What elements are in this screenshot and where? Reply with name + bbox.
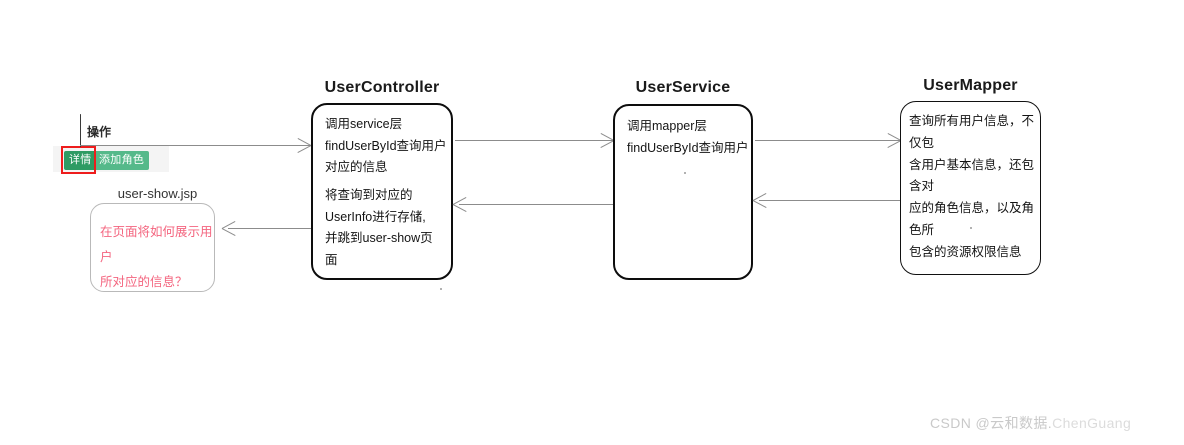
stray-dot-3 xyxy=(970,227,972,229)
node-title-user-controller: UserController xyxy=(324,79,440,96)
arrow-service-to-mapper-head xyxy=(886,133,901,148)
node-body-user-show-jsp: 在页面将如何展示用户 所对应的信息？ xyxy=(100,225,213,289)
node-title-user-mapper: UserMapper xyxy=(923,77,1018,94)
arrow-service-to-controller-head xyxy=(453,197,468,212)
highlight-rectangle-detail xyxy=(61,146,96,174)
node-box-user-service: 调用mapper层 findUserById查询用户 xyxy=(613,104,753,280)
detail-button[interactable]: 详情 xyxy=(64,150,97,170)
watermark-prefix: CSDN @云和数据. xyxy=(930,415,1053,431)
arrow-controller-to-jsp-head xyxy=(222,221,237,236)
detail-button-label: 详情 xyxy=(64,151,97,170)
node-box-user-show-jsp: 在页面将如何展示用户 所对应的信息？ xyxy=(90,203,215,292)
add-role-button[interactable]: 添加角色 xyxy=(94,150,150,170)
arrow-ui-to-controller-head xyxy=(296,138,311,153)
add-role-button-label: 添加角色 xyxy=(94,151,150,170)
arrow-service-to-mapper-line xyxy=(755,140,900,142)
arrow-service-to-controller-line xyxy=(459,204,613,206)
stray-dot-1 xyxy=(440,288,442,290)
node-box-user-controller: 调用service层 findUserById查询用户 对应的信息 将查询到对应… xyxy=(311,103,453,280)
arrow-ui-to-controller-line xyxy=(80,145,310,147)
arrow-mapper-to-service-line xyxy=(759,200,900,202)
arrow-controller-to-service-head xyxy=(599,133,614,148)
table-column-header-operation: 操作 xyxy=(87,125,112,139)
node-title-user-show-jsp: user-show.jsp xyxy=(117,186,198,201)
watermark-author: ChenGuang xyxy=(1052,415,1132,431)
arrow-controller-to-service-line xyxy=(455,140,613,142)
arrow-mapper-to-service-head xyxy=(753,193,768,208)
node-title-user-service: UserService xyxy=(635,79,731,96)
node-body-user-mapper: 查询所有用户信息，不仅包 含用户基本信息，还包含对 应的角色信息，以及角色所 包… xyxy=(909,114,1035,259)
node-body-user-controller-part2: 将查询到对应的 UserInfo进行存储, 并跳到user-show页 面 xyxy=(325,188,433,267)
stray-dot-2 xyxy=(684,172,686,174)
watermark: CSDN @云和数据.ChenGuang xyxy=(930,413,1131,433)
arrow-controller-to-jsp-line xyxy=(228,228,312,230)
arrow-ui-to-controller-stem xyxy=(80,115,82,147)
node-box-user-mapper: 查询所有用户信息，不仅包 含用户基本信息，还包含对 应的角色信息，以及角色所 包… xyxy=(900,101,1041,275)
table-snippet: 操作 详情 添加角色 xyxy=(53,112,169,174)
node-body-user-service: 调用mapper层 findUserById查询用户 xyxy=(627,119,749,155)
node-body-user-controller-part1: 调用service层 findUserById查询用户 对应的信息 xyxy=(325,117,447,174)
